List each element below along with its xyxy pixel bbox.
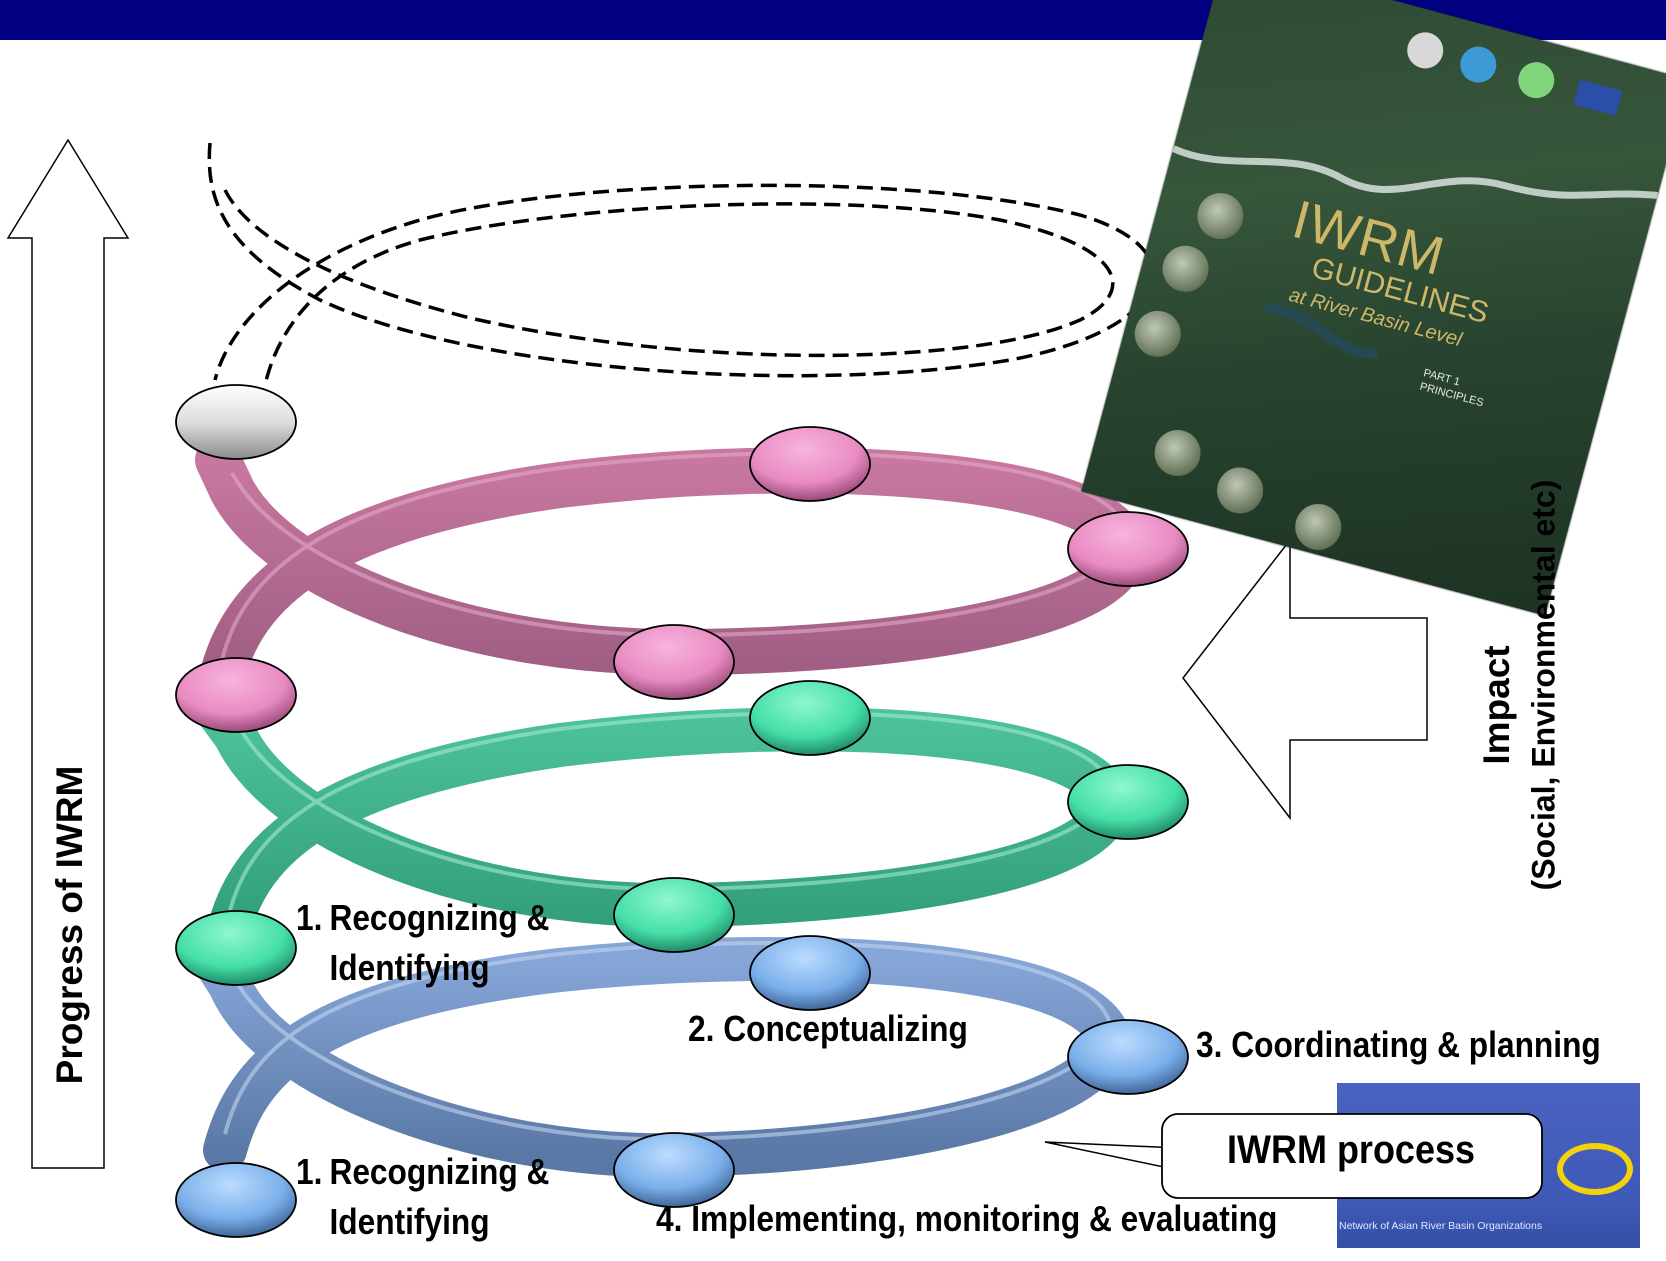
step4-label: 4. Implementing, monitoring & evaluating xyxy=(656,1198,1278,1239)
callout-label: IWRM process xyxy=(1226,1128,1476,1172)
node-blue-1 xyxy=(749,935,871,1011)
node-green-2 xyxy=(1067,764,1189,840)
up-arrow-icon xyxy=(6,138,130,1169)
node-blue-2 xyxy=(1067,1019,1189,1095)
narbo-ring-icon xyxy=(1557,1143,1633,1195)
step1-bottom-line2: Identifying xyxy=(329,1201,490,1242)
node-pink-2 xyxy=(1067,511,1189,587)
step1-top-line2: Identifying xyxy=(329,947,490,988)
node-blue-4 xyxy=(175,1162,297,1238)
river-illustration xyxy=(1171,145,1658,359)
step1-top-label: 1.Recognizing & Identifying xyxy=(296,893,549,993)
iwrm-guidelines-book-cover: IWRM GUIDELINES at River Basin Level PAR… xyxy=(1081,0,1666,616)
step3-label: 3. Coordinating & planning xyxy=(1196,1024,1601,1065)
node-gray-start xyxy=(175,384,297,460)
callout-box xyxy=(1161,1113,1543,1199)
step1-top-line1: Recognizing & xyxy=(329,897,550,938)
node-pink-3 xyxy=(613,624,735,700)
future-spiral-dashed xyxy=(207,142,1156,386)
callout-pointer xyxy=(1044,1141,1179,1171)
impact-label-line1: Impact xyxy=(1476,645,1517,765)
node-green-1 xyxy=(749,680,871,756)
spiral-nodes xyxy=(175,384,1189,1238)
step1-bottom-label: 1.Recognizing & Identifying xyxy=(296,1147,549,1247)
node-pink-4 xyxy=(175,657,297,733)
left-arrow-icon xyxy=(1182,537,1428,821)
step1-bottom-num: 1. xyxy=(296,1151,323,1192)
node-blue-3 xyxy=(613,1132,735,1208)
impact-label-line2: (Social, Environmental etc) xyxy=(1525,479,1562,891)
node-pink-1 xyxy=(749,426,871,502)
narbo-caption: Network of Asian River Basin Organizatio… xyxy=(1339,1220,1543,1232)
step1-top-num: 1. xyxy=(296,897,323,938)
step2-label: 2. Conceptualizing xyxy=(688,1008,968,1049)
progress-label: Progress of IWRM xyxy=(49,765,90,1085)
step1-bottom-line1: Recognizing & xyxy=(329,1151,550,1192)
node-green-3 xyxy=(613,877,735,953)
node-green-4 xyxy=(175,910,297,986)
